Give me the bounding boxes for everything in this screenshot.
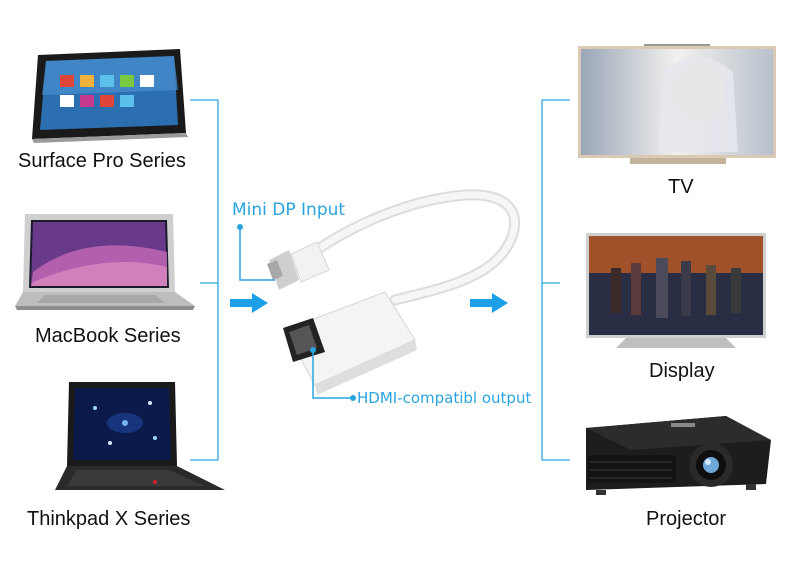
projector-icon — [586, 416, 771, 495]
output-label-projector: Projector — [646, 508, 727, 530]
arrow-right-icon — [470, 293, 508, 313]
source-label-macbook: MacBook Series — [35, 325, 181, 347]
source-label-surface: Surface Pro Series — [18, 150, 186, 172]
output-label-display: Display — [649, 360, 715, 382]
source-label-thinkpad: Thinkpad X Series — [27, 508, 191, 530]
output-label-tv: TV — [668, 176, 694, 198]
laptop-icon — [55, 382, 225, 490]
output-callout-label: HDMI-compatibl output — [357, 389, 532, 407]
arrow-right-icon — [230, 293, 268, 313]
tv-icon — [578, 44, 776, 164]
adapter-cable-image — [267, 189, 520, 395]
tablet-icon — [32, 49, 188, 143]
monitor-icon — [586, 233, 766, 348]
input-callout-line — [237, 224, 275, 281]
input-callout-label: Mini DP Input — [232, 200, 346, 220]
laptop-icon — [15, 214, 195, 310]
output-callout-line — [310, 347, 356, 401]
